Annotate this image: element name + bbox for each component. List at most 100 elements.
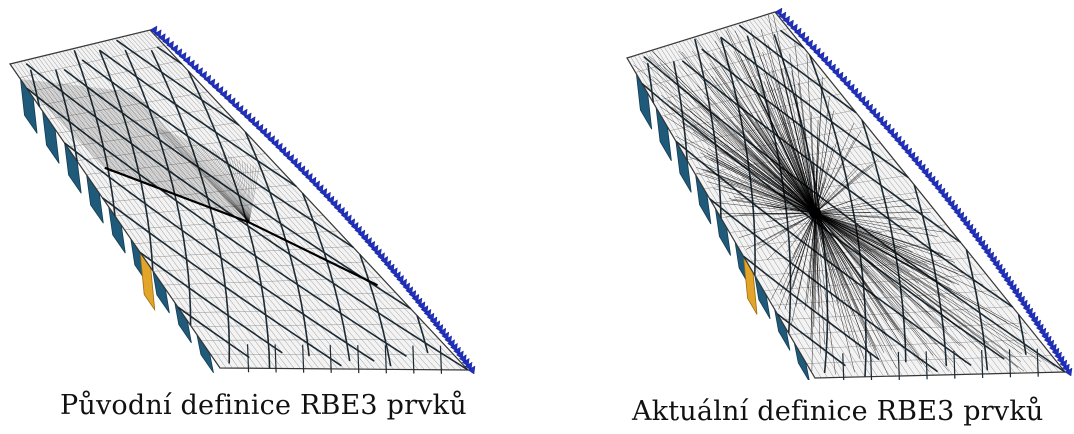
constraint-marker: [286, 154, 295, 163]
constraint-marker: [315, 184, 324, 194]
constraint-marker: [805, 39, 813, 49]
constraint-marker: [782, 15, 790, 25]
constraint-marker: [809, 43, 817, 53]
constraint-marker: [820, 55, 829, 65]
constraint-marker: [1054, 351, 1062, 361]
constraint-marker: [267, 135, 275, 144]
stiffener-wall: [636, 73, 810, 380]
constraint-marker: [223, 93, 232, 103]
constraint-marker: [444, 335, 452, 345]
constraint-marker: [290, 157, 298, 167]
constraint-marker: [962, 219, 971, 229]
constraint-marker: [360, 233, 369, 243]
constraint-marker: [293, 161, 302, 171]
constraint-marker: [854, 91, 862, 101]
constraint-marker: [166, 40, 174, 50]
constraint-marker: [893, 135, 902, 145]
bottom-ribs: [842, 348, 1039, 380]
constraint-marker: [461, 358, 470, 367]
constraint-marker: [399, 278, 407, 288]
constraint-marker: [383, 259, 392, 269]
constraint-marker: [879, 119, 888, 129]
constraint-marker: [426, 312, 435, 322]
constraint-marker: [868, 107, 877, 117]
constraint-marker: [1059, 359, 1068, 369]
constraint-marker: [251, 120, 260, 129]
constraint-marker: [924, 171, 933, 181]
constraint-marker: [308, 176, 317, 186]
constraint-marker: [1049, 343, 1057, 353]
constraint-marker: [458, 354, 467, 364]
constraint-marker: [149, 25, 158, 35]
constraint-marker: [417, 301, 426, 311]
constraint-marker: [876, 115, 884, 125]
constraint-marker: [350, 222, 359, 231]
constraint-marker: [162, 36, 170, 46]
constraint-marker: [195, 67, 203, 76]
constraint-marker: [886, 127, 895, 137]
constraint-marker: [340, 210, 349, 220]
constraint-marker: [447, 339, 455, 348]
right-panel: Aktuální definice RBE3 prvků: [537, 0, 1074, 434]
constraint-marker: [861, 99, 870, 109]
constraint-marker: [1027, 311, 1036, 321]
constraint-marker: [953, 207, 962, 217]
boundary-conditions: [774, 7, 1073, 377]
constraint-marker: [414, 297, 423, 307]
constraint-marker: [377, 252, 385, 262]
constraint-marker: [203, 74, 212, 84]
constraint-marker: [1017, 295, 1025, 305]
constraint-marker: [934, 183, 943, 193]
constraint-marker: [333, 203, 342, 212]
constraint-marker: [405, 286, 414, 296]
constraint-marker: [247, 116, 256, 126]
constraint-marker: [389, 267, 398, 277]
constraint-marker: [467, 365, 476, 375]
constraint-marker: [312, 180, 320, 190]
constraint-marker: [956, 211, 965, 221]
constraint-marker: [883, 123, 891, 133]
constraint-marker: [971, 231, 980, 241]
constraint-marker: [464, 361, 473, 371]
constraint-marker: [793, 27, 802, 37]
constraint-marker: [897, 139, 906, 149]
constraint-marker: [1035, 323, 1044, 333]
constraint-marker: [255, 123, 264, 133]
constraint-marker: [1051, 347, 1060, 357]
constraint-marker: [211, 82, 220, 92]
constraint-marker: [843, 79, 851, 89]
constraint-marker: [453, 346, 461, 356]
constraint-marker: [790, 23, 798, 33]
constraint-marker: [370, 244, 379, 254]
constraint-marker: [438, 327, 447, 337]
constraint-marker: [357, 229, 366, 239]
constraint-marker: [947, 199, 955, 209]
constraint-marker: [944, 195, 952, 205]
left-panel: Původní definice RBE3 prvků: [9, 25, 476, 421]
constraint-marker: [1006, 279, 1014, 289]
constraint-marker: [182, 55, 191, 65]
constraint-marker: [367, 240, 376, 250]
constraint-marker: [199, 70, 207, 80]
rbe3-elements: [20, 79, 378, 287]
constraint-marker: [408, 290, 417, 299]
constraint-marker: [420, 305, 429, 314]
constraint-marker: [1000, 271, 1009, 281]
constraint-marker: [911, 155, 919, 165]
constraint-marker: [828, 63, 836, 73]
constraint-marker: [846, 83, 855, 93]
constraint-marker: [1003, 275, 1012, 285]
constraint-marker: [170, 44, 179, 54]
constraint-marker: [931, 179, 939, 189]
constraint-marker: [297, 165, 306, 175]
constraint-marker: [174, 48, 183, 58]
constraint-marker: [219, 89, 228, 99]
constraint-marker: [323, 191, 331, 201]
constraint-marker: [1046, 339, 1055, 349]
constraint-marker: [980, 243, 989, 253]
constraint-marker: [235, 104, 244, 114]
constraint-marker: [374, 248, 382, 258]
constraint-marker: [927, 175, 936, 185]
constraint-marker: [402, 282, 411, 292]
constraint-marker: [364, 237, 372, 246]
